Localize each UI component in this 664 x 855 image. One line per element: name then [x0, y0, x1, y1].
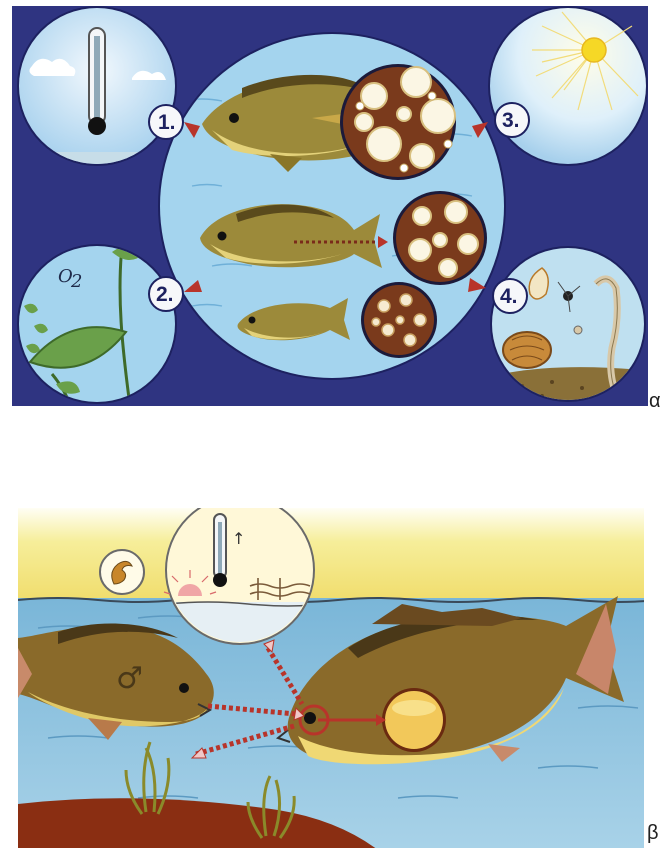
panel-alpha-illustration: O 2 — [12, 6, 648, 406]
step-badge-1: 1. — [149, 105, 183, 139]
panel-alpha: O 2 — [12, 6, 648, 406]
thermometer-icon — [88, 28, 106, 135]
panel-alpha-label: α — [649, 390, 661, 413]
step-label-4: 4. — [500, 285, 518, 308]
step-label-3: 3. — [502, 109, 520, 132]
ovary-magnifier — [382, 688, 446, 752]
panel-beta-label: β — [647, 822, 659, 845]
temperature-up-arrow: ↑ — [232, 529, 245, 548]
egg-cells-small — [361, 282, 437, 358]
thermometer-icon — [213, 514, 227, 587]
egg-cells-large — [340, 64, 456, 180]
light-circle — [488, 6, 648, 166]
step-label-2: 2. — [156, 283, 174, 306]
step-badge-2: 2. — [149, 277, 183, 311]
small-bubble — [100, 550, 144, 594]
egg-cells-medium — [393, 191, 487, 285]
step-label-1: 1. — [158, 111, 176, 134]
male-symbol: ♂ — [116, 661, 143, 696]
panel-beta: ♂ — [18, 508, 644, 848]
step-badge-4: 4. — [493, 279, 527, 313]
step-badge-3: 3. — [495, 103, 529, 137]
panel-beta-illustration: ♂ — [18, 508, 644, 848]
oxygen-subscript: 2 — [70, 271, 82, 292]
